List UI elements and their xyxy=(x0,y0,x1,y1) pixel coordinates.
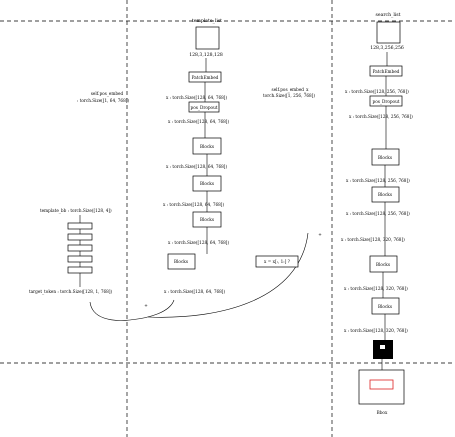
plus-sign-left: + xyxy=(144,303,148,308)
template-list-title: template_list xyxy=(192,18,222,24)
template-block-label-2: Blocks xyxy=(200,181,214,186)
search-block-label-4: Blocks xyxy=(378,304,392,309)
template-block-label-4: Blocks xyxy=(174,259,188,264)
template-size-label-4: x : torch.Size([128, 64, 768]) xyxy=(163,202,224,207)
search-size-label-1: x : torch.Size([128, 256, 768]) xyxy=(345,89,409,94)
template-size-label-6: x : torch.Size([128, 64, 768]) xyxy=(164,289,225,294)
search-size-label-4: x : torch.Size([128, 256, 768]) xyxy=(346,211,410,216)
template-pos-drop-label: pos_Dropout xyxy=(191,105,218,110)
search-block-box-3 xyxy=(369,255,398,273)
template-size-label-3: x : torch.Size([128, 64, 768]) xyxy=(166,164,227,169)
search-pos-embed-note-2: torch.Size([1, 256, 768]) xyxy=(263,93,315,98)
search-size-label-6: x : torch.Size([128, 320, 768]) xyxy=(344,286,408,291)
slice-note-box xyxy=(255,255,299,268)
slice-note-label: x = x[:, 1:] ? xyxy=(264,259,291,264)
search-size-label-5: x : torch.Size([128, 320, 768]) xyxy=(341,237,405,242)
search-size-label-2: x : torch.Size([128, 256, 768]) xyxy=(349,114,413,119)
search-size-label-3: x : torch.Size([128, 256, 768]) xyxy=(346,178,410,183)
search-block-label-2: Blocks xyxy=(378,192,392,197)
template-block-label-3: Blocks xyxy=(200,217,214,222)
template-branch: template_list 128,3,128,128 PatchEmbed p… xyxy=(77,18,229,294)
search-pos-embed-note-1: self.pos_embed_x xyxy=(272,87,310,92)
template-block-box-4 xyxy=(167,253,196,270)
search-block-label-1: Blocks xyxy=(378,155,392,160)
template-pos-embed-note-2: : torch.Size([1, 64, 768]) xyxy=(77,98,129,103)
template-pos-embed-note-1: self.pos_embed xyxy=(91,91,124,96)
target-stage-box-1 xyxy=(67,222,93,230)
template-size-label-5: x : torch.Size([128, 64, 768]) xyxy=(168,240,229,245)
search-block-label-3: Blocks xyxy=(376,262,390,267)
search-shape-label: 128,3,256,256 xyxy=(370,45,404,51)
template-patch-embed-label: PatchEmbed xyxy=(192,75,219,80)
template-pos-drop-box xyxy=(188,101,220,113)
template-size-label-1: x : torch.Size([128, 64, 768]) xyxy=(166,95,227,100)
target-token-branch: template_bb : torch.Size([128, 4]) targe… xyxy=(29,208,148,308)
target-stage-box-4 xyxy=(67,255,93,263)
search-size-label-7: x : torch.Size([128, 320, 768]) xyxy=(344,328,408,333)
search-list-title: search_list xyxy=(376,12,401,18)
plus-sign-right: + xyxy=(318,232,322,237)
head-output-marker xyxy=(380,345,385,349)
search-pos-drop-label: pos_Dropout xyxy=(373,99,400,104)
search-patch-embed-label: PatchEmbed xyxy=(373,69,400,74)
template-bb-label: template_bb : torch.Size([128, 4]) xyxy=(40,208,112,213)
concat-curve-left xyxy=(89,299,175,321)
search-block-box-2 xyxy=(371,186,400,203)
search-block-box-1 xyxy=(371,148,400,166)
bbox-rect xyxy=(369,379,394,390)
template-shape-label: 128,3,128,128 xyxy=(189,52,223,58)
search-branch: search_list 128,3,256,256 PatchEmbed pos… xyxy=(263,12,413,415)
target-stage-box-5 xyxy=(67,266,93,274)
target-stage-box-2 xyxy=(67,233,93,241)
target-token-label: target_token : torch.Size([128, 1, 768]) xyxy=(29,289,112,294)
search-block-box-4 xyxy=(371,297,400,315)
target-stage-box-3 xyxy=(67,244,93,252)
bbox-frame xyxy=(358,369,405,405)
template-size-label-2: x : torch.Size([128, 64, 768]) xyxy=(168,119,229,124)
concat-curve-right xyxy=(147,232,309,318)
template-image-box xyxy=(195,26,220,50)
search-image-box xyxy=(376,21,401,44)
template-block-label-1: Blocks xyxy=(200,144,214,149)
head-output-box xyxy=(373,340,393,359)
bbox-label: Bbox xyxy=(377,410,388,415)
